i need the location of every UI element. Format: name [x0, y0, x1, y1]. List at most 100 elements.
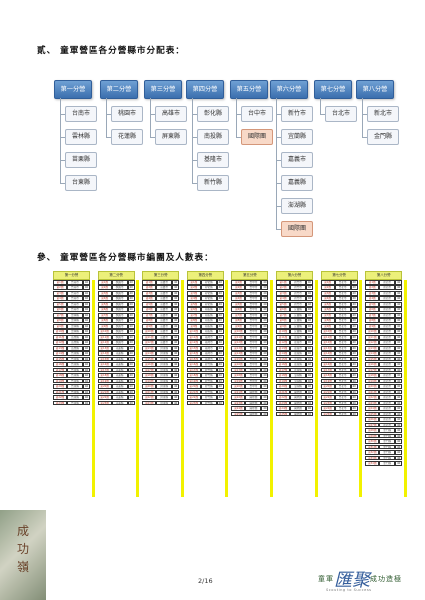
county-cell: 苗栗縣: [67, 334, 83, 340]
group-cell: 第19團: [365, 378, 380, 384]
count-cell: 40: [261, 362, 269, 367]
county-item: 新竹縣: [192, 175, 229, 191]
group-cell: 第31團: [365, 444, 380, 450]
count-cell: 40: [83, 373, 90, 378]
group-cell: 第28團: [365, 428, 380, 433]
count-cell: 40: [306, 285, 313, 291]
count-cell: 40: [306, 340, 313, 346]
count-cell: 40: [306, 400, 313, 406]
count-cell: 40: [261, 411, 269, 417]
county-cell: 台北市: [334, 356, 351, 362]
county-item: 台東縣: [60, 175, 97, 191]
group-cell: 第15團: [276, 356, 290, 362]
group-cell: 第27團: [365, 422, 380, 428]
county-cell: 金門縣: [379, 450, 396, 455]
group-cell: 第32團: [365, 450, 380, 455]
count-cell: 40: [172, 296, 180, 302]
group-cell: 第2團: [276, 285, 290, 291]
county-cell: 台中市: [245, 285, 262, 291]
group-cell: 第16團: [186, 362, 201, 367]
count-cell: 40: [395, 395, 403, 400]
group-cell: 第5團: [186, 301, 201, 307]
count-cell: 40: [395, 296, 403, 302]
county-item: 基隆市: [192, 152, 229, 168]
group-cell: 第7團: [276, 312, 290, 318]
group-cell: 第17團: [320, 367, 335, 373]
county-cell: 屏東縣: [156, 395, 173, 400]
group-cell: 第7團: [231, 312, 246, 318]
count-cell: 40: [350, 329, 358, 335]
camp-header: 第七分營: [314, 80, 352, 99]
count-cell: 40: [306, 318, 313, 324]
count-cell: 40: [261, 329, 269, 335]
group-cell: 第25團: [365, 411, 380, 417]
group-cell: 第6團: [142, 307, 157, 313]
county-cell: 國際團: [290, 411, 306, 417]
county-cell: 台中市: [245, 318, 262, 324]
group-cell: 第15團: [231, 356, 246, 362]
group-cell: 第4團: [142, 296, 157, 302]
county-cell: 新北市: [379, 285, 396, 291]
county-cell: 新北市: [379, 395, 396, 400]
county-cell: 宜蘭縣: [290, 307, 306, 313]
count-cell: 40: [172, 285, 180, 291]
camp-column: 第八分營新北市金門縣: [356, 80, 399, 145]
group-cell: 第10團: [142, 329, 157, 335]
county-cell: 嘉義縣: [290, 367, 306, 373]
camp-header: 第五分營: [230, 80, 268, 99]
tree-connector: [106, 98, 107, 137]
count-cell: 40: [261, 389, 269, 395]
count-cell: 40: [395, 367, 403, 373]
count-cell: 40: [350, 400, 358, 406]
group-cell: 第22團: [142, 395, 157, 400]
group-cell: 第15團: [142, 356, 157, 362]
count-cell: 40: [350, 384, 358, 389]
county-cell: 台中市: [245, 378, 262, 384]
count-cell: 40: [172, 323, 180, 329]
group-cell: 第7團: [53, 312, 67, 318]
count-cell: 40: [127, 351, 135, 356]
county-cell: 桃園市: [111, 323, 128, 329]
county-cell: 新北市: [379, 362, 396, 367]
count-cell: 40: [350, 395, 358, 400]
count-cell: 40: [216, 329, 224, 335]
county-cell: 台北市: [334, 411, 351, 417]
count-cell: 40: [306, 351, 313, 356]
group-cell: 第21團: [186, 389, 201, 395]
count-cell: 40: [395, 285, 403, 291]
county-cell: 花蓮縣: [111, 389, 128, 395]
county-cell: 高雄市: [156, 329, 173, 335]
count-cell: 40: [395, 422, 403, 428]
count-cell: 40: [261, 395, 269, 400]
count-cell: 40: [172, 378, 180, 384]
count-cell: 40: [83, 378, 90, 384]
group-cell: 第15團: [320, 356, 335, 362]
count-cell: 40: [306, 280, 313, 285]
count-cell: 40: [350, 362, 358, 367]
count-cell: 40: [172, 340, 180, 346]
group-cell: 第24團: [320, 406, 335, 411]
count-cell: 40: [127, 285, 135, 291]
group-cell: 第14團: [97, 351, 112, 356]
count-cell: 40: [350, 406, 358, 411]
group-cell: 第4團: [186, 296, 201, 302]
